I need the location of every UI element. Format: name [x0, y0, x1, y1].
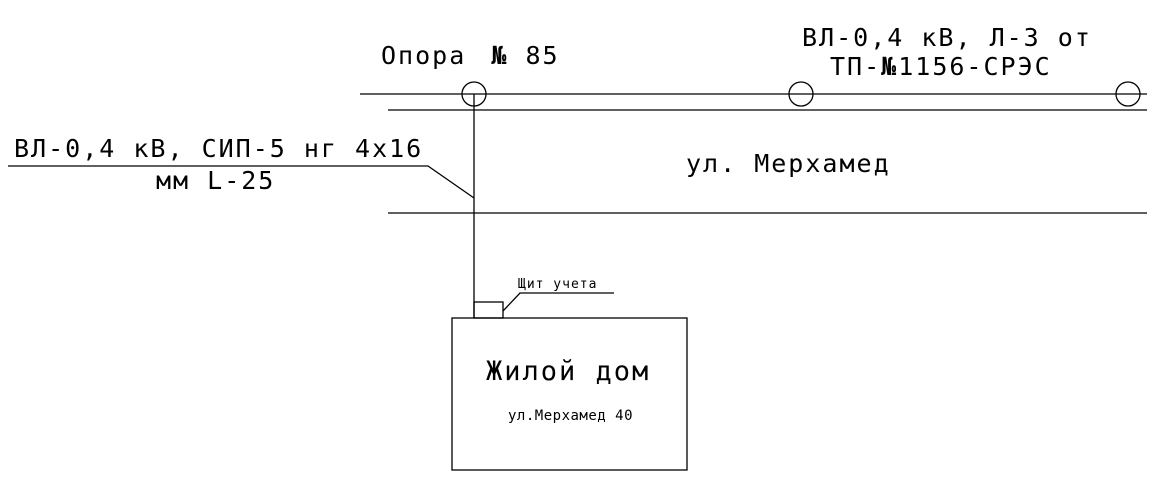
cable-label-leader [8, 165, 475, 199]
pole-label: Опора № 85 [381, 41, 560, 70]
cable-label-line1: ВЛ-0,4 кВ, СИП-5 нг 4х16 [14, 134, 423, 163]
house-outline [451, 317, 688, 471]
line-label-top: ВЛ-0,4 кВ, Л-3 от [802, 23, 1092, 52]
pole-right [1115, 81, 1141, 107]
pole-middle [788, 81, 814, 107]
meter-box [473, 301, 504, 319]
street-label: ул. Мерхамед [686, 149, 891, 178]
meter-label-leader [502, 292, 614, 312]
meter-label: Щит учета [518, 277, 597, 292]
cable-label-line2: мм L-25 [156, 166, 275, 195]
house-address: ул.Мерхамед 40 [508, 408, 633, 424]
line-label-tp: ТП-№1156-СРЭС [830, 52, 1052, 81]
house-title: Жилой дом [486, 356, 650, 387]
